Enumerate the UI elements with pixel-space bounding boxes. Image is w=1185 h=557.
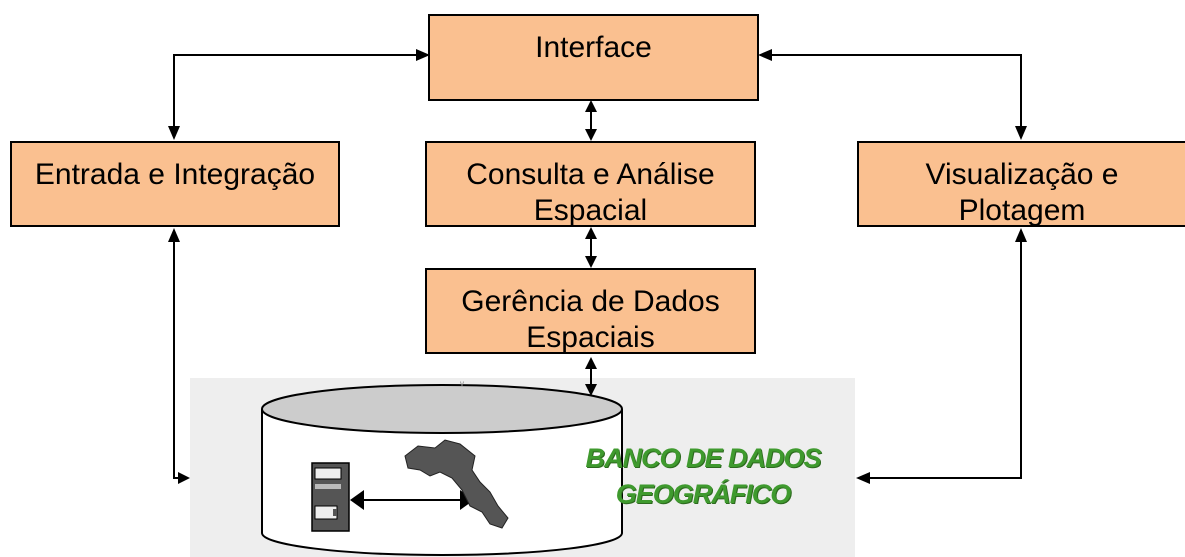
svg-text:v: v bbox=[460, 379, 464, 388]
database-cylinder-icon: v bbox=[261, 379, 623, 556]
consulta-analise-label: Consulta e Análise Espacial bbox=[466, 158, 715, 227]
entrada-integracao-label: Entrada e Integração bbox=[34, 158, 316, 191]
server-icon bbox=[311, 462, 350, 532]
entrada-integracao-box: Entrada e Integração bbox=[10, 141, 340, 227]
gerencia-dados-box: Gerência de Dados Espaciais bbox=[425, 268, 756, 354]
database-title: BANCO DE DADOS GEOGRÁFICO bbox=[585, 443, 821, 509]
consulta-analise-box: Consulta e Análise Espacial bbox=[425, 141, 756, 227]
visualizacao-plotagem-box: Visualização e Plotagem bbox=[857, 141, 1185, 227]
database-panel: v bbox=[190, 378, 855, 557]
interface-box: Interface bbox=[428, 14, 759, 101]
gerencia-dados-label: Gerência de Dados Espaciais bbox=[461, 285, 720, 354]
visualizacao-plotagem-label: Visualização e Plotagem bbox=[925, 158, 1119, 227]
interface-label: Interface bbox=[535, 31, 652, 64]
map-silhouette bbox=[404, 439, 509, 529]
